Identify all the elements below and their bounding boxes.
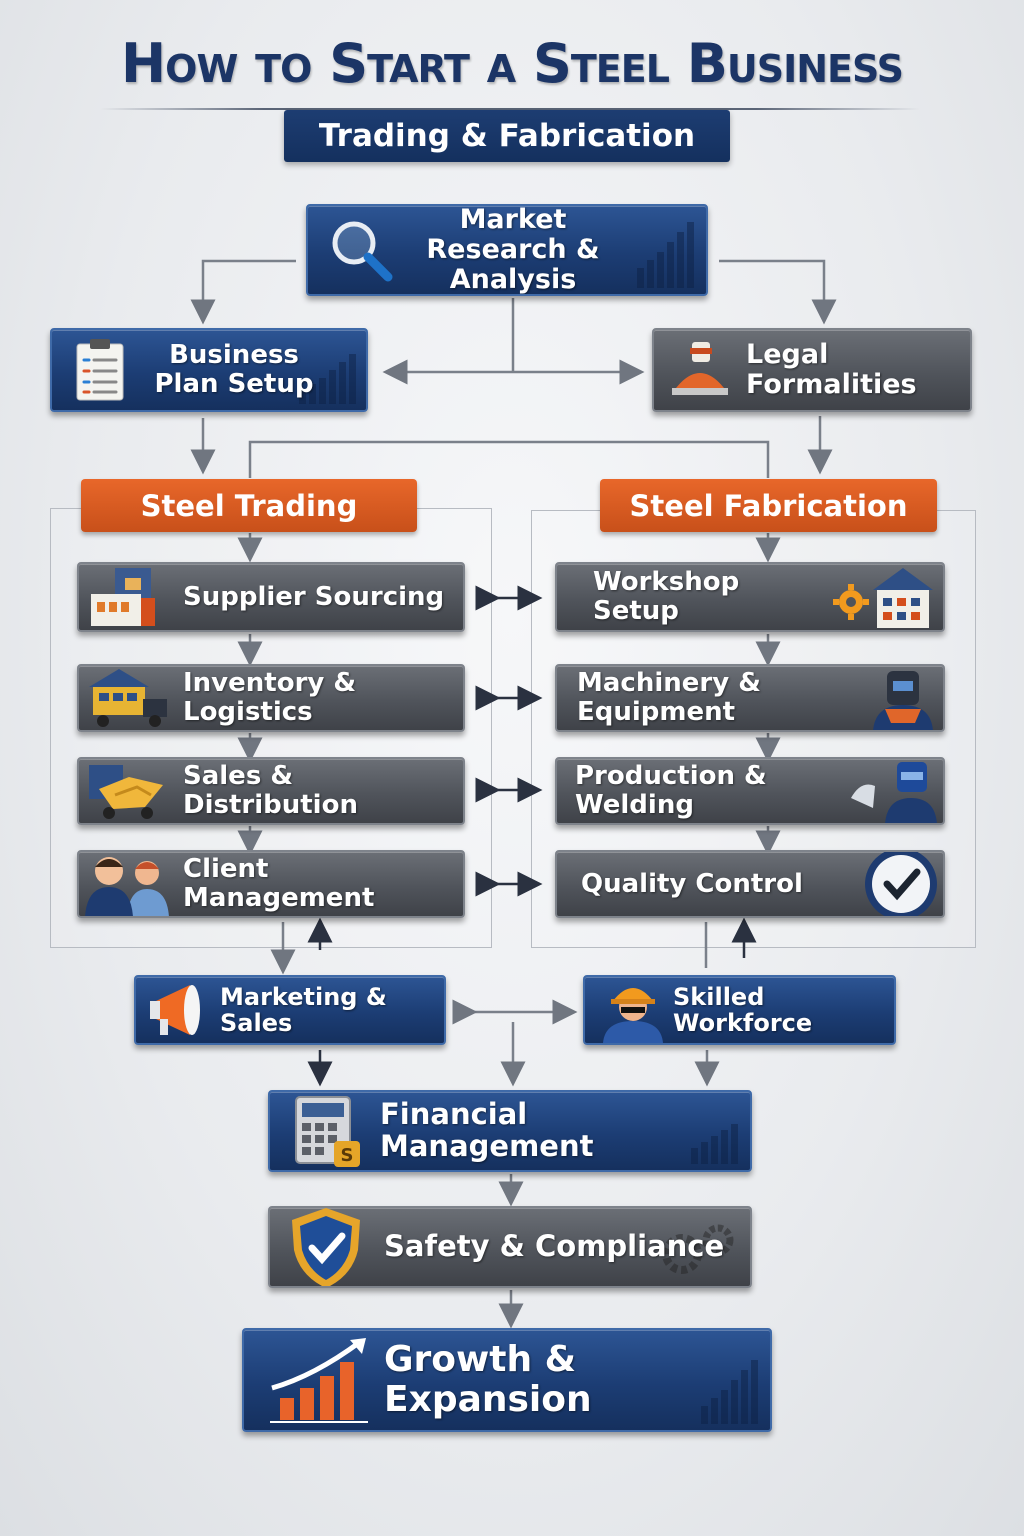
judge-gavel-icon bbox=[672, 342, 728, 395]
magnifier-icon bbox=[332, 221, 393, 282]
growth-expansion-node[interactable]: Growth & Expansion bbox=[242, 1328, 772, 1432]
welding-worker-icon bbox=[851, 762, 937, 823]
machinery-equipment-label: Machinery & Equipment bbox=[577, 668, 761, 727]
financial-management-label: Financial Management bbox=[380, 1097, 594, 1163]
sales-distribution-label: Sales & Distribution bbox=[183, 761, 358, 820]
production-welding-node[interactable]: Production & Welding bbox=[555, 757, 945, 825]
market-research-node[interactable]: Market Research & Analysis bbox=[306, 204, 708, 296]
gears-icon bbox=[662, 1224, 734, 1274]
factory-icon bbox=[91, 568, 155, 626]
safety-compliance-label: Safety & Compliance bbox=[384, 1229, 725, 1264]
growth-chart-icon bbox=[270, 1338, 368, 1423]
quality-control-label: Quality Control bbox=[581, 868, 803, 899]
legal-formalities-label: Legal Formalities bbox=[746, 339, 917, 400]
subtitle-banner: Trading & Fabrication bbox=[284, 110, 730, 162]
shield-check-icon bbox=[292, 1208, 360, 1286]
inventory-logistics-node[interactable]: Inventory & Logistics bbox=[77, 664, 465, 732]
growth-expansion-label: Growth & Expansion bbox=[384, 1339, 592, 1420]
workshop-setup-label: Workshop Setup bbox=[593, 567, 740, 626]
client-management-label: Client Management bbox=[183, 854, 375, 913]
clipboard-checklist-icon bbox=[76, 339, 124, 401]
workshop-setup-node[interactable]: Workshop Setup bbox=[555, 562, 945, 632]
steel-fabrication-header[interactable]: Steel Fabrication bbox=[600, 479, 937, 532]
page-title: How to Start a Steel Business bbox=[120, 32, 904, 95]
business-plan-label: Business Plan Setup bbox=[154, 340, 314, 399]
skilled-workforce-node[interactable]: Skilled Workforce bbox=[583, 975, 896, 1045]
market-research-label: Market Research & Analysis bbox=[426, 204, 600, 295]
calculator-icon: S bbox=[295, 1096, 360, 1167]
legal-formalities-node[interactable]: Legal Formalities bbox=[652, 328, 972, 412]
workshop-gear-icon bbox=[833, 568, 933, 628]
inventory-logistics-label: Inventory & Logistics bbox=[183, 668, 357, 727]
business-plan-node[interactable]: Business Plan Setup bbox=[50, 328, 368, 412]
supplier-sourcing-label: Supplier Sourcing bbox=[183, 581, 445, 612]
checkmark-badge-icon bbox=[865, 852, 937, 916]
financial-management-node[interactable]: S Financial Management bbox=[268, 1090, 752, 1172]
welder-icon bbox=[873, 671, 933, 730]
supplier-sourcing-node[interactable]: Supplier Sourcing bbox=[77, 562, 465, 632]
safety-compliance-node[interactable]: Safety & Compliance bbox=[268, 1206, 752, 1288]
quality-control-node[interactable]: Quality Control bbox=[555, 850, 945, 918]
megaphone-icon bbox=[150, 985, 200, 1035]
people-icon bbox=[85, 857, 169, 916]
svg-text:S: S bbox=[341, 1145, 354, 1166]
truck-warehouse-icon bbox=[89, 669, 167, 727]
machinery-equipment-node[interactable]: Machinery & Equipment bbox=[555, 664, 945, 732]
sales-distribution-node[interactable]: Sales & Distribution bbox=[77, 757, 465, 825]
marketing-sales-label: Marketing & Sales bbox=[220, 982, 387, 1037]
client-management-node[interactable]: Client Management bbox=[77, 850, 465, 918]
handshake-icon bbox=[89, 765, 163, 819]
production-welding-label: Production & Welding bbox=[575, 761, 767, 820]
title-divider bbox=[100, 108, 920, 110]
skilled-workforce-label: Skilled Workforce bbox=[673, 982, 813, 1037]
steel-trading-header[interactable]: Steel Trading bbox=[81, 479, 417, 532]
marketing-sales-node[interactable]: Marketing & Sales bbox=[134, 975, 446, 1045]
hardhat-worker-icon bbox=[603, 988, 663, 1043]
